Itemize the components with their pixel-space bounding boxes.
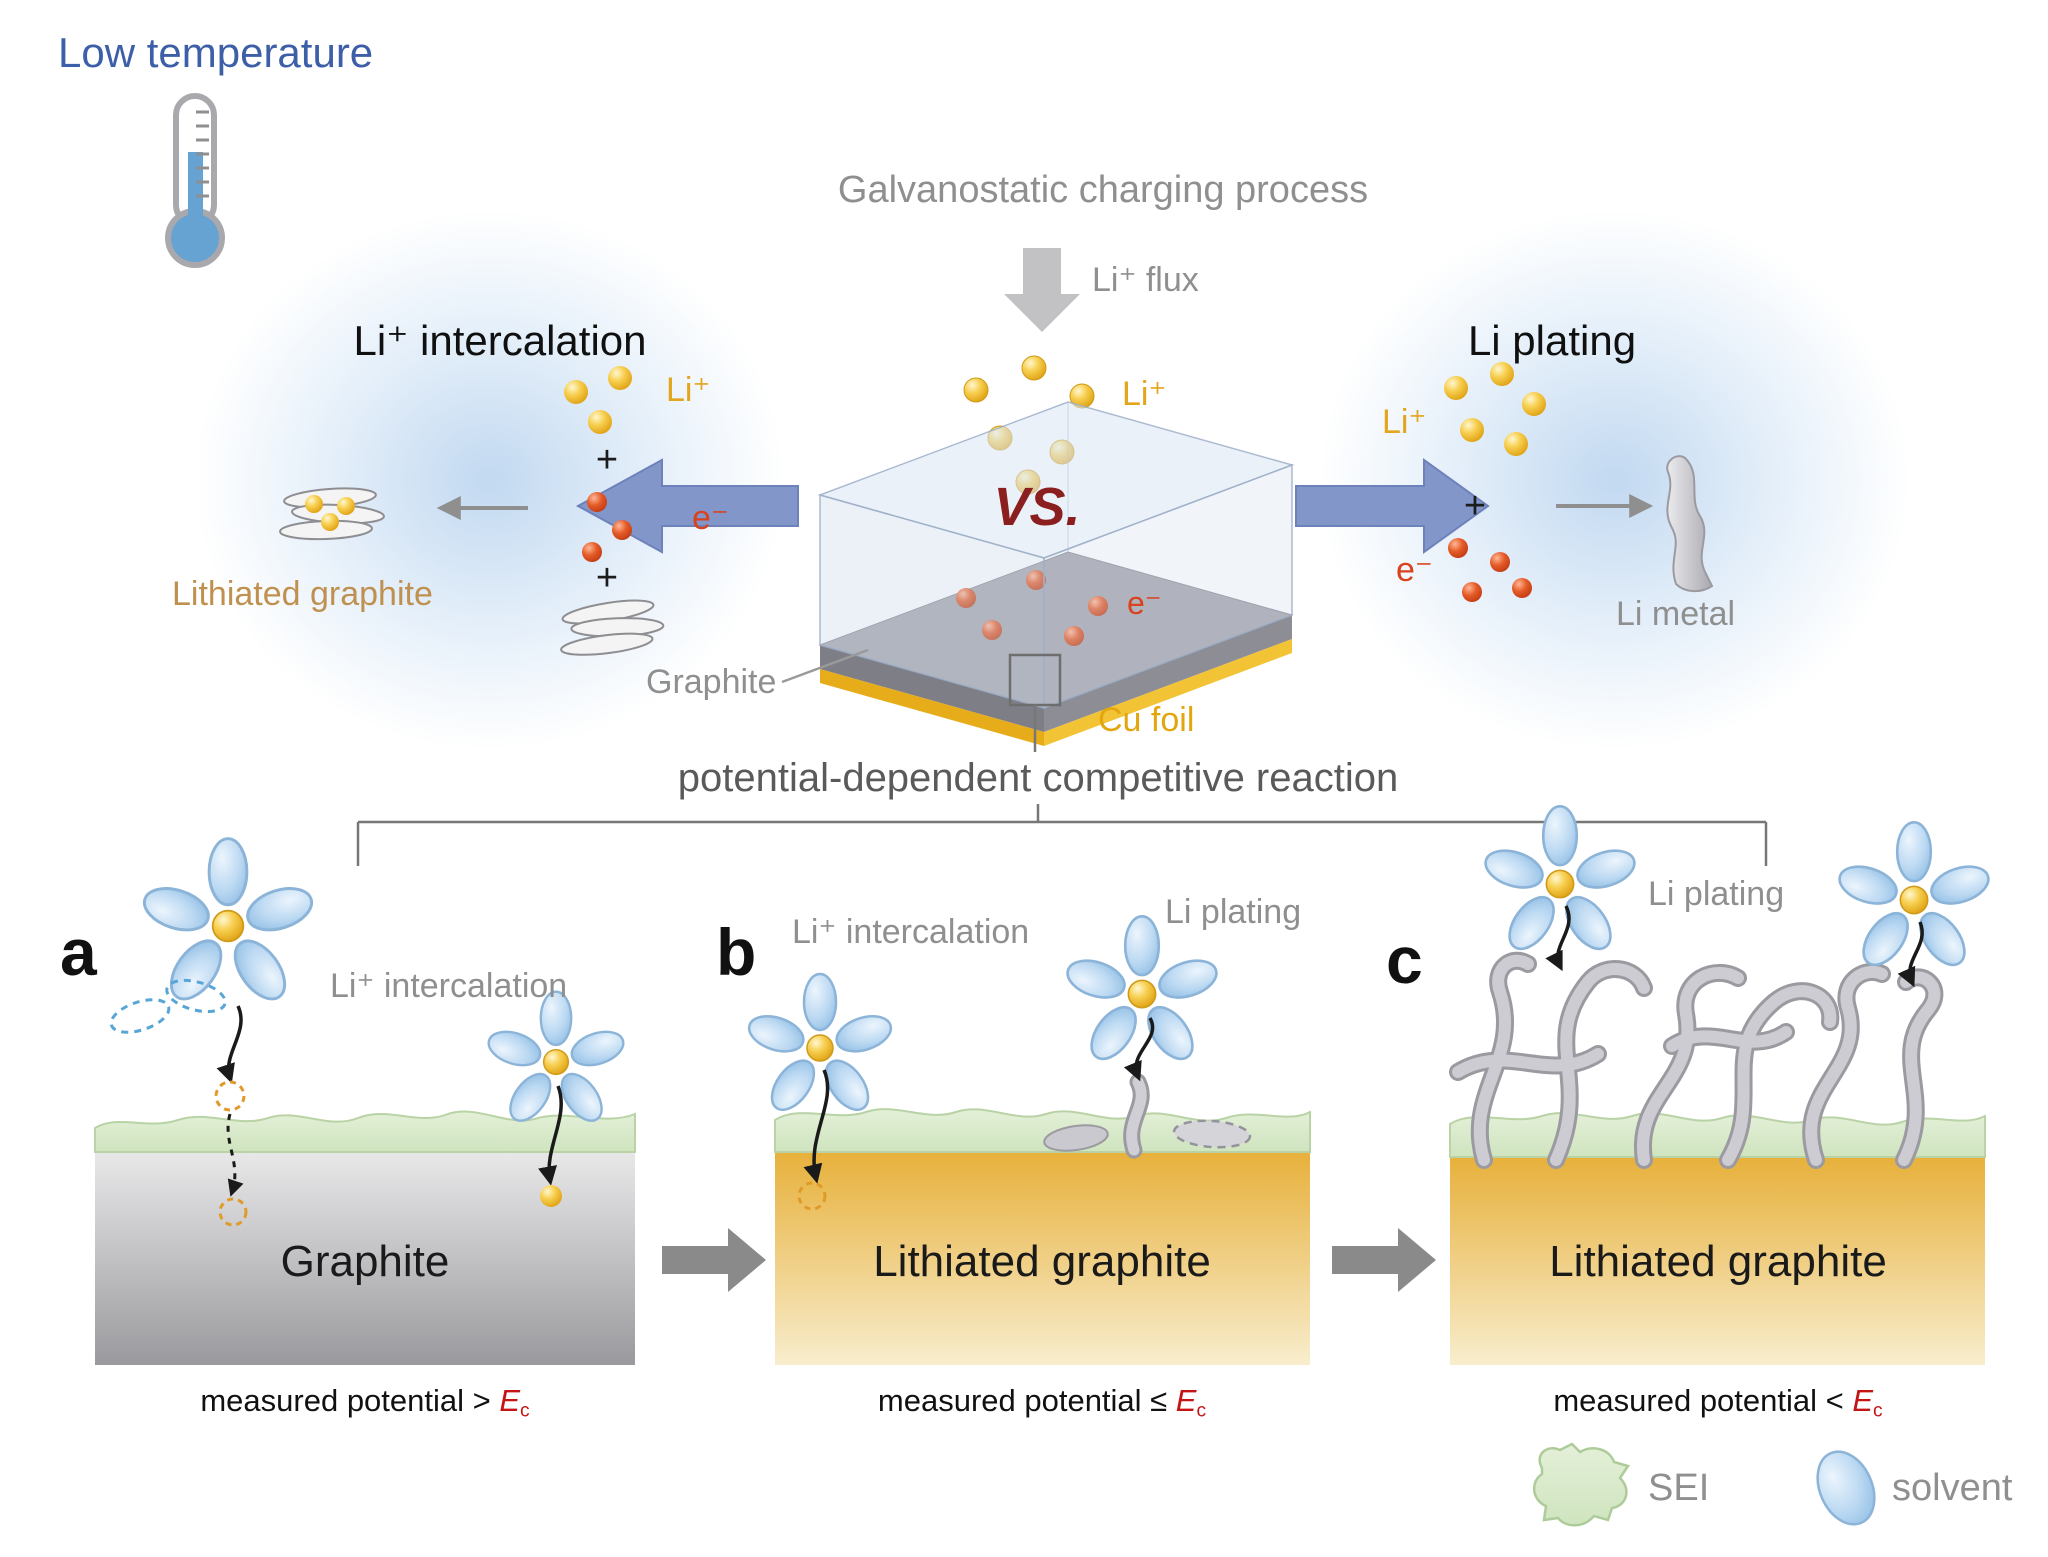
dendrite-forest-icon xyxy=(1449,951,1944,1169)
competitive-reaction-label: potential-dependent competitive reaction xyxy=(677,756,1399,800)
graphite-pointer-label: Graphite xyxy=(646,663,777,701)
electron-cluster-slab xyxy=(956,570,1108,646)
panel-c-graphics xyxy=(1449,804,1995,1365)
plus-sign: + xyxy=(595,557,619,599)
li-nucleus-dashed-icon xyxy=(1172,1119,1252,1149)
cu-foil-label: Cu foil xyxy=(1098,701,1195,739)
graphite-block xyxy=(95,1150,635,1365)
legend-sei-icon xyxy=(1533,1442,1630,1527)
thermometer-ticks xyxy=(196,110,209,198)
panel-a-caption: measured potential > Ec xyxy=(200,1383,530,1422)
li-ion-label-center: Li⁺ xyxy=(1122,375,1167,413)
panel-c-block-label: Lithiated graphite xyxy=(1549,1237,1887,1286)
plating-arrow xyxy=(1897,921,1924,988)
electron-label-right: e⁻ xyxy=(1396,551,1433,589)
panel-c-caption: measured potential < Ec xyxy=(1553,1383,1883,1422)
electron-label-left: e⁻ xyxy=(692,499,729,537)
charging-process-label: Galvanostatic charging process xyxy=(837,169,1369,211)
solvated-li-icon xyxy=(483,990,629,1129)
li-flux-label: Li⁺ flux xyxy=(1092,261,1199,299)
cu-foil-layer xyxy=(820,669,1044,746)
plating-reactants xyxy=(1444,362,1546,602)
lithiated-graphite-block xyxy=(775,1150,1310,1365)
solvated-li-icon xyxy=(1479,804,1641,959)
critical-potential-symbol: E xyxy=(1175,1383,1197,1418)
arrow-to-plating-icon xyxy=(1295,458,1490,554)
critical-potential-symbol: E xyxy=(499,1383,521,1418)
solvated-li-icon xyxy=(743,972,897,1119)
plating-title: Li plating xyxy=(1467,317,1637,364)
intercalated-li-icon xyxy=(218,1197,248,1227)
caption-text: measured potential > xyxy=(200,1383,500,1418)
sei-layer-b xyxy=(774,1108,1311,1153)
solvated-li-icon xyxy=(1833,820,1995,975)
intercalated-li-icon xyxy=(797,1181,827,1211)
li-metal-dendrite-icon xyxy=(1666,455,1714,592)
graphite-pointer-line xyxy=(781,648,869,684)
legend-solvent-icon xyxy=(1816,1450,1876,1526)
panel-c-letter: c xyxy=(1386,923,1423,997)
bracket-connector xyxy=(356,804,1768,866)
panel-b-letter: b xyxy=(716,915,757,989)
intercalation-reactants xyxy=(564,366,632,562)
caption-text: measured potential < xyxy=(1553,1383,1853,1418)
panel-c-plating-label: Li plating xyxy=(1648,875,1785,913)
low-temperature-label: Low temperature xyxy=(58,29,374,76)
intercalation-bubble-bg xyxy=(195,210,785,750)
electrolyte-box xyxy=(817,401,1295,710)
thermometer-icon xyxy=(165,93,225,268)
solvated-li-icon xyxy=(137,837,319,1010)
panel-arrow-a-b xyxy=(662,1228,766,1292)
panel-a-letter: a xyxy=(60,915,97,989)
panel-a-block-label: Graphite xyxy=(280,1237,450,1286)
panel-a-process-label: Li⁺ intercalation xyxy=(330,967,568,1005)
bare-li-ion-icon xyxy=(214,1080,246,1112)
panel-b-intercalation-label: Li⁺ intercalation xyxy=(792,913,1030,951)
graphite-flakes-icon xyxy=(555,594,667,660)
legend-solvent-label: solvent xyxy=(1892,1467,2013,1509)
panel-b-caption: measured potential ≤ Ec xyxy=(877,1383,1207,1422)
lithiated-graphite-product-label: Lithiated graphite xyxy=(172,575,433,613)
graphite-electrode-slab xyxy=(818,551,1294,746)
panel-arrow-b-c xyxy=(1332,1228,1436,1292)
panel-b-graphics xyxy=(743,914,1311,1365)
lithiated-graphite-flakes-icon xyxy=(278,484,386,542)
shed-solvent-icon xyxy=(165,978,227,1014)
desolvation-arrow xyxy=(216,1005,243,1084)
li-flux-arrow-icon xyxy=(1004,248,1080,332)
shed-solvent-icon xyxy=(109,998,171,1034)
plating-arrow xyxy=(1123,1017,1155,1082)
panel-b-block-label: Lithiated graphite xyxy=(873,1237,1211,1286)
critical-potential-subscript: c xyxy=(1196,1400,1207,1422)
cu-foil-layer-right xyxy=(1044,639,1292,746)
intercalated-li-sphere xyxy=(540,1185,562,1207)
plating-bubble-bg xyxy=(1320,210,1910,750)
li-nucleus-icon xyxy=(1043,1124,1109,1152)
panel-a-graphics xyxy=(94,837,636,1365)
intercalation-arrow xyxy=(538,1085,563,1186)
intercalation-title: Li⁺ intercalation xyxy=(353,317,647,364)
li-metal-label: Li metal xyxy=(1616,595,1736,633)
vs-label: VS. xyxy=(993,477,1081,537)
intercalation-arrow xyxy=(803,1069,830,1184)
intercalation-path-arrow xyxy=(226,1113,244,1197)
sei-layer-c xyxy=(1449,1112,1986,1158)
critical-potential-symbol: E xyxy=(1852,1383,1874,1418)
plus-sign: + xyxy=(595,439,619,481)
panel-b-plating-label: Li plating xyxy=(1165,893,1302,931)
caption-text: measured potential ≤ xyxy=(877,1383,1176,1418)
plating-arrow xyxy=(1545,905,1571,972)
solvated-li-icon xyxy=(1061,914,1223,1069)
li-ion-label-left: Li⁺ xyxy=(666,371,711,409)
electron-label-center: e⁻ xyxy=(1127,585,1162,621)
li-ion-label-right: Li⁺ xyxy=(1382,403,1427,441)
plus-sign: + xyxy=(1463,485,1487,527)
lithiated-graphite-block xyxy=(1450,1155,1985,1365)
legend-sei-label: SEI xyxy=(1648,1467,1710,1509)
critical-potential-subscript: c xyxy=(520,1400,530,1422)
critical-potential-subscript: c xyxy=(1873,1400,1883,1422)
